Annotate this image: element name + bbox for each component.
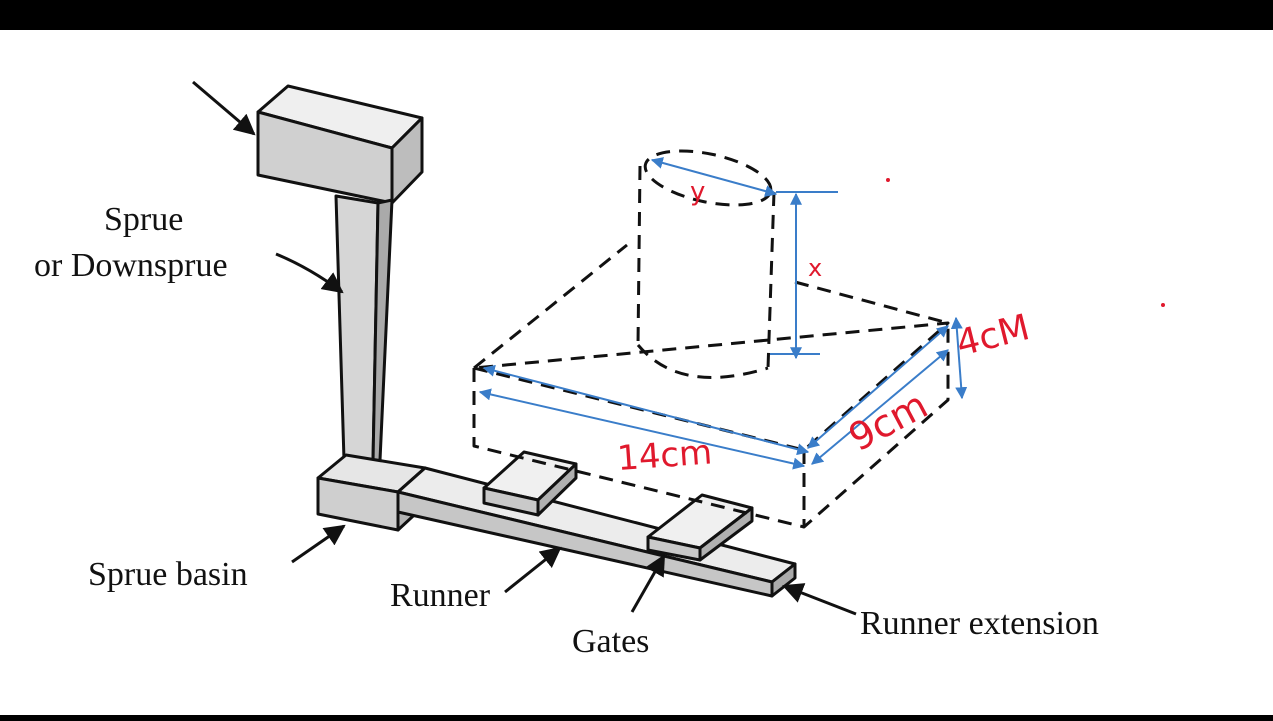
gates-label: Gates (572, 623, 649, 660)
sprue (334, 194, 394, 464)
stray-dot-1 (886, 178, 890, 182)
bottom-black-bar (0, 715, 1273, 721)
stray-dot-2 (1161, 303, 1165, 307)
runner-extension-leader (782, 583, 857, 616)
thickness-annotation: 4cM (952, 307, 1033, 365)
sprue-leader (275, 252, 344, 294)
runner-extension-label: Runner extension (860, 605, 1099, 642)
width-arrow-2 (811, 349, 949, 465)
sprue-basin-label: Sprue basin (88, 556, 248, 593)
top-black-bar (0, 0, 1273, 30)
sprue-label-line2: or Downsprue (34, 247, 228, 284)
width-annotation: 9cm (842, 383, 935, 460)
diameter-annotation: y (690, 177, 705, 207)
leader-arrows (192, 80, 857, 616)
length-annotation: 14cm (616, 432, 714, 479)
diameter-arrow (650, 157, 778, 197)
sprue-label-line1: Sprue (104, 201, 183, 238)
dimension-arrows (478, 157, 968, 470)
runner-leader (504, 546, 562, 594)
thickness-arrow (950, 316, 968, 400)
pouring-cup-leader (192, 80, 256, 136)
runner-label: Runner (390, 577, 491, 614)
sprue-basin-leader (291, 524, 346, 564)
gate-2 (646, 493, 754, 562)
gates-leader (630, 554, 666, 613)
length-arrow (478, 388, 806, 470)
pouring-cup (256, 84, 424, 205)
height-annotation: x (808, 254, 822, 282)
